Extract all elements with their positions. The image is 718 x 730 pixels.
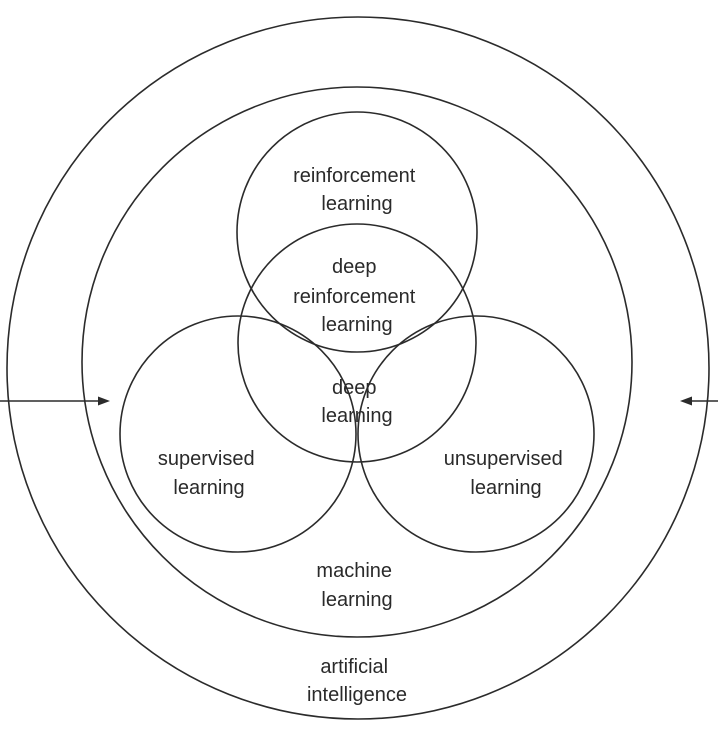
deep-learning-label: deep learning bbox=[321, 377, 392, 427]
unsupervised-learning-label: unsupervised learning bbox=[444, 448, 569, 499]
deep-reinforcement-learning-label: deep reinforcement learning bbox=[293, 256, 421, 336]
supervised-learning-circle bbox=[119, 315, 357, 553]
artificial-intelligence-circle bbox=[6, 16, 710, 720]
artificial-intelligence-label: artificial intelligence bbox=[307, 656, 407, 706]
reinforcement-learning-label: reinforcement learning bbox=[293, 165, 421, 215]
machine-learning-label: machine learning bbox=[316, 560, 397, 611]
deep-learning-circle bbox=[237, 223, 477, 463]
machine-learning-circle bbox=[81, 86, 633, 638]
unsupervised-learning-circle bbox=[357, 315, 595, 553]
supervised-learning-label: supervised learning bbox=[158, 448, 260, 499]
right-arrow bbox=[680, 396, 718, 406]
reinforcement-learning-circle bbox=[236, 111, 478, 353]
left-arrow bbox=[0, 396, 110, 406]
